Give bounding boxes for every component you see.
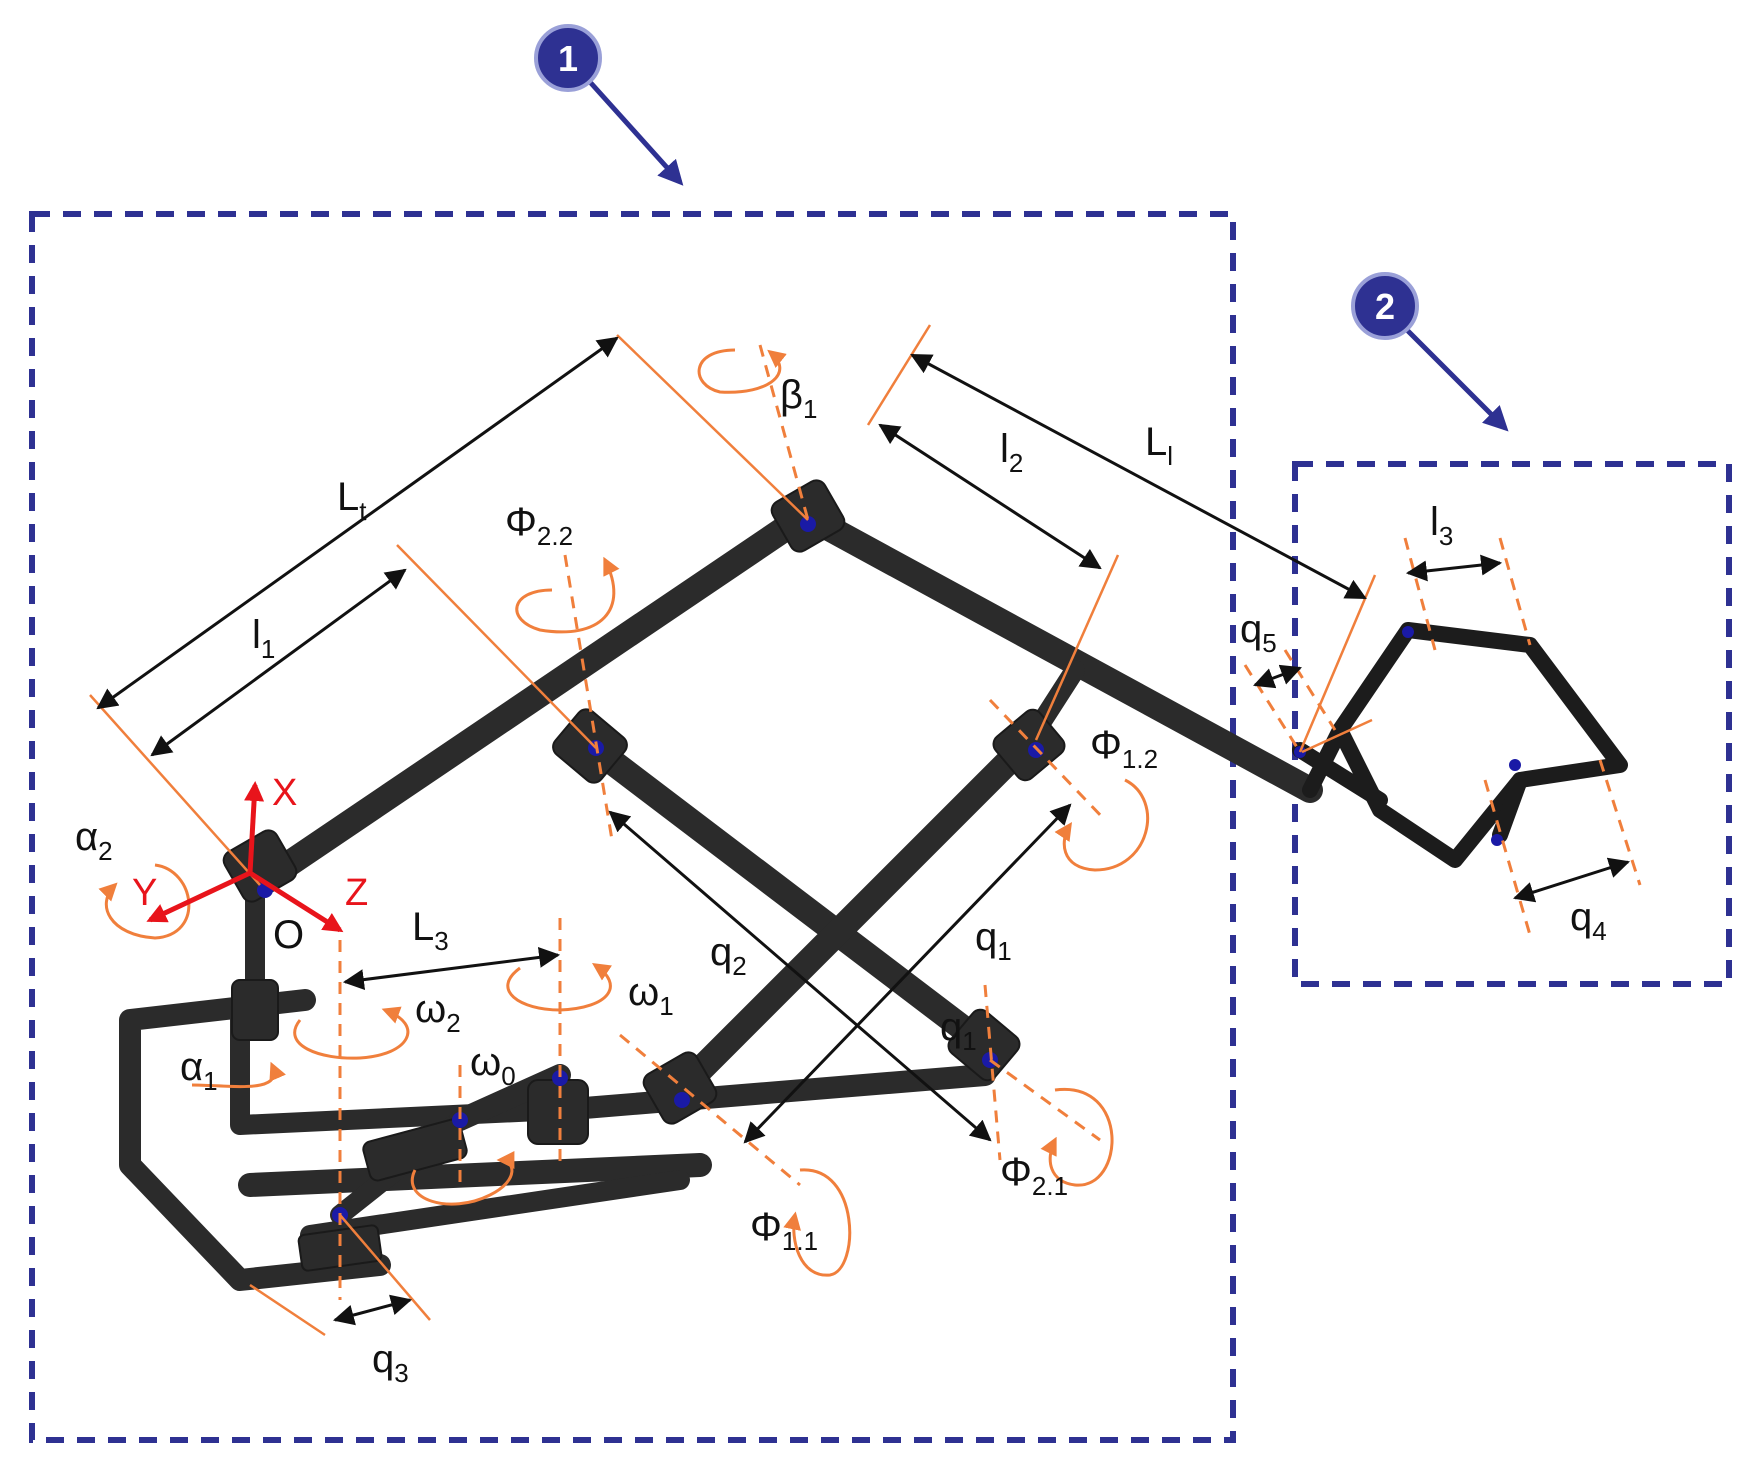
- badge-2-label: 2: [1375, 286, 1395, 327]
- frame-region-2: [1292, 461, 1732, 987]
- z-axis-arrow: [248, 870, 344, 933]
- badge-1-label: 1: [558, 38, 578, 79]
- dashed-axis-lines: [338, 344, 1642, 1300]
- dimension-arrows: [96, 336, 1631, 1326]
- joint-block-omega2: [362, 1118, 468, 1182]
- pin-ee-top: [1402, 626, 1414, 638]
- y-axis-arrow: [146, 870, 252, 923]
- ref-line-Ll-end: [1298, 574, 1377, 753]
- dim-arrow-q5: [1253, 664, 1302, 689]
- axis-beta1: [758, 344, 810, 521]
- joint-block-riser: [231, 979, 279, 1041]
- pin-phi11: [674, 1092, 690, 1108]
- origin-label: O: [273, 913, 304, 957]
- axis-phi22: [563, 554, 614, 841]
- end-effector-pins: [1294, 626, 1521, 846]
- label-q1-lower: q1: [940, 1005, 977, 1056]
- x-axis-arrow: [244, 781, 265, 874]
- axis-ee-q4-left: [1483, 779, 1532, 936]
- rotation-arcs: [98, 348, 1149, 1277]
- pin-omega0: [552, 1070, 568, 1086]
- ref-line-q3-a: [249, 1283, 326, 1337]
- label-L3: L3: [412, 905, 449, 956]
- label-omega1: ω1: [628, 970, 674, 1021]
- label-omega0: ω0: [470, 1040, 516, 1091]
- base-frame-link: [119, 989, 391, 1291]
- label-q4: q4: [1570, 895, 1607, 946]
- label-l1: l1: [252, 613, 275, 664]
- label-phi22: Φ2.2: [505, 500, 573, 551]
- label-Ll: Ll: [1145, 420, 1173, 471]
- ref-line-ee-q5: [1301, 718, 1373, 754]
- end-effector-link-2: [1492, 772, 1528, 843]
- dim-arrow-Ll: [910, 353, 1367, 600]
- rotation-arc-phi22: [515, 556, 620, 634]
- ref-line-Ll-start: [866, 324, 932, 426]
- dim-arrow-l2: [878, 423, 1102, 570]
- label-l2: l2: [1000, 427, 1023, 478]
- y-axis-label: Y: [132, 872, 157, 914]
- dim-arrow-l1: [150, 568, 407, 757]
- ref-line-q3-b: [339, 1214, 431, 1321]
- axis-phi11: [619, 1033, 801, 1187]
- coordinate-frame: [146, 781, 344, 933]
- rotation-arc-omega2: [293, 1006, 410, 1060]
- rotation-arc-beta1: [697, 348, 787, 394]
- dim-arrow-q1: [743, 803, 1072, 1144]
- axis-ee-q4-right: [1598, 759, 1642, 886]
- rotation-arc-alpha1: [191, 1061, 286, 1089]
- axis-ee-q5-right: [1283, 649, 1337, 731]
- label-omega2: ω2: [415, 987, 461, 1038]
- dim-arrow-q4: [1512, 857, 1631, 903]
- label-q1-upper: q1: [975, 915, 1012, 966]
- badge-2: 2: [1351, 272, 1509, 432]
- end-effector-link-1: [1292, 742, 1388, 808]
- label-phi12: Φ1.2: [1090, 723, 1158, 774]
- pin-omega2: [452, 1112, 468, 1128]
- label-beta1: β1: [780, 373, 817, 424]
- base-rail-left: [238, 1153, 712, 1197]
- x-axis-label: X: [272, 772, 297, 814]
- rotation-arc-phi21: [1040, 1087, 1114, 1187]
- axis-ee-l3-right: [1498, 537, 1532, 646]
- rotation-arc-alpha2: [98, 863, 191, 940]
- badge-1: 1: [534, 24, 684, 186]
- label-phi11: Φ1.1: [750, 1205, 818, 1256]
- joint-block-omega0: [527, 1079, 589, 1145]
- frame-region-1: [29, 211, 1236, 1443]
- label-alpha2: α2: [75, 815, 113, 866]
- mechanism-structure: [119, 502, 1323, 1291]
- label-l3: l3: [1430, 500, 1453, 551]
- dim-arrow-l3: [1405, 554, 1503, 582]
- label-phi21: Φ2.1: [1000, 1150, 1068, 1201]
- pin-beta: [800, 516, 816, 532]
- label-Lt: Lt: [337, 475, 367, 526]
- label-q2: q2: [710, 930, 747, 981]
- z-axis-label: Z: [345, 872, 368, 914]
- ref-line-Lt-end: [616, 334, 809, 521]
- upper-arm-link: [252, 502, 818, 893]
- ref-line-Lt-start: [89, 694, 261, 886]
- axis-phi12: [988, 698, 1107, 822]
- end-effector-link-3: [1302, 722, 1348, 798]
- dim-arrow-L3: [342, 946, 561, 991]
- end-effector-loop: [1332, 622, 1628, 868]
- rotation-arc-phi11: [783, 1168, 852, 1277]
- label-q3: q3: [372, 1337, 409, 1388]
- axis-phi21: [989, 1058, 1101, 1142]
- rotation-arc-omega0: [411, 1151, 515, 1206]
- dim-arrow-q3: [332, 1294, 413, 1326]
- rotation-arc-phi12: [1054, 778, 1149, 872]
- symbol-labels: Lt l1 l2 Ll l3 L3 β1 Φ2.2 Φ1.2 Φ1.1 Φ2.1…: [75, 373, 1607, 1388]
- axis-ee-q5-left: [1243, 664, 1302, 753]
- label-alpha1: α1: [180, 1045, 218, 1096]
- pin-ee-bottom: [1491, 834, 1503, 846]
- pin-ee-mid: [1509, 759, 1521, 771]
- joint-block-q3: [297, 1224, 383, 1272]
- label-q5: q5: [1240, 607, 1277, 658]
- end-effector: [1292, 622, 1628, 868]
